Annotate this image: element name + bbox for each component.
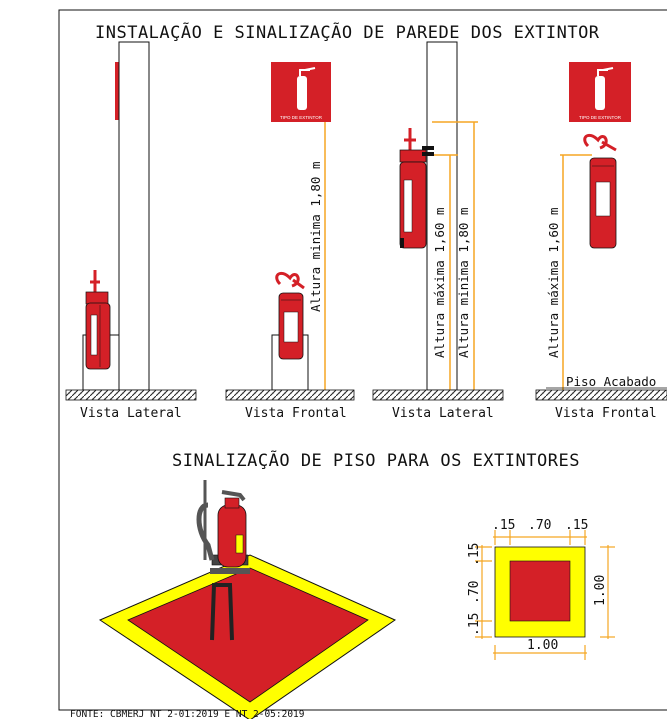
dim-180-label-b: Altura minima 1,80 m bbox=[456, 207, 471, 358]
floor-marking-plan: .15 .70 .15 .15 .70 .15 1.00 1.00 bbox=[467, 518, 615, 660]
view-1-label: Vista Lateral bbox=[80, 406, 182, 421]
view-4-frontal: TIPO DE EXTINTOR Altura máxima 1,60 m Pi… bbox=[535, 62, 667, 421]
plan-red-square bbox=[509, 560, 571, 622]
floor-section-title: SINALIZAÇÃO DE PISO PARA OS EXTINTORES bbox=[172, 449, 580, 471]
view-2-frontal: TIPO DE EXTINTOR Altura minima 1,80 m Vi… bbox=[225, 62, 355, 421]
extinguisher-3d bbox=[196, 480, 250, 641]
view-3-lateral: Altura máxima 1,60 m Altura minima 1,80 … bbox=[372, 41, 504, 421]
floor-square-red bbox=[127, 567, 369, 703]
sign-1-label: TIPO DE EXTINTOR bbox=[280, 115, 323, 120]
dim-top-b: .70 bbox=[528, 518, 551, 533]
dim-top-c: .15 bbox=[565, 518, 588, 533]
view-2-label: Vista Frontal bbox=[245, 406, 347, 421]
view-1-lateral: Vista Lateral bbox=[65, 41, 197, 421]
dim-left-a: .15 bbox=[467, 543, 482, 566]
sign-2-label: TIPO DE EXTINTOR bbox=[579, 115, 622, 120]
sheet-border bbox=[58, 9, 667, 711]
floor-slab-3 bbox=[372, 389, 504, 401]
dim-160-label-a: Altura máxima 1,60 m bbox=[432, 207, 447, 358]
view-4-label: Vista Frontal bbox=[555, 406, 657, 421]
dim-top-a: .15 bbox=[492, 518, 515, 533]
dim-left-b: .70 bbox=[467, 581, 482, 604]
dim-160-label-b: Altura máxima 1,60 m bbox=[546, 207, 561, 358]
floor-label: Piso Acabado bbox=[566, 374, 656, 389]
dim-left-c: .15 bbox=[467, 613, 482, 636]
wall-sign-edge bbox=[115, 62, 119, 120]
sign-1: TIPO DE EXTINTOR bbox=[271, 62, 331, 122]
extinguisher-wall-3 bbox=[399, 128, 434, 249]
view-3-label: Vista Lateral bbox=[392, 406, 494, 421]
wall-1 bbox=[118, 41, 150, 391]
wall-section-title: INSTALAÇÃO E SINALIZAÇÃO DE PAREDE DOS E… bbox=[95, 21, 600, 43]
extinguisher-small-2 bbox=[275, 271, 305, 360]
dim-right: 1.00 bbox=[593, 575, 608, 606]
dim-bottom: 1.00 bbox=[527, 638, 558, 653]
sign-2: TIPO DE EXTINTOR bbox=[569, 62, 631, 122]
floor-marking-3d bbox=[98, 480, 397, 719]
floor-slab-1 bbox=[65, 389, 197, 401]
dim-180-label-a: Altura minima 1,80 m bbox=[308, 161, 323, 312]
floor-slab-2 bbox=[225, 389, 355, 401]
floor-slab-4 bbox=[535, 389, 667, 401]
extinguisher-wall-4 bbox=[583, 133, 617, 249]
source-note: FONTE: CBMERJ NT 2-01:2019 E NT 2-05:201… bbox=[70, 709, 305, 719]
extinguisher-small-1 bbox=[85, 270, 111, 370]
